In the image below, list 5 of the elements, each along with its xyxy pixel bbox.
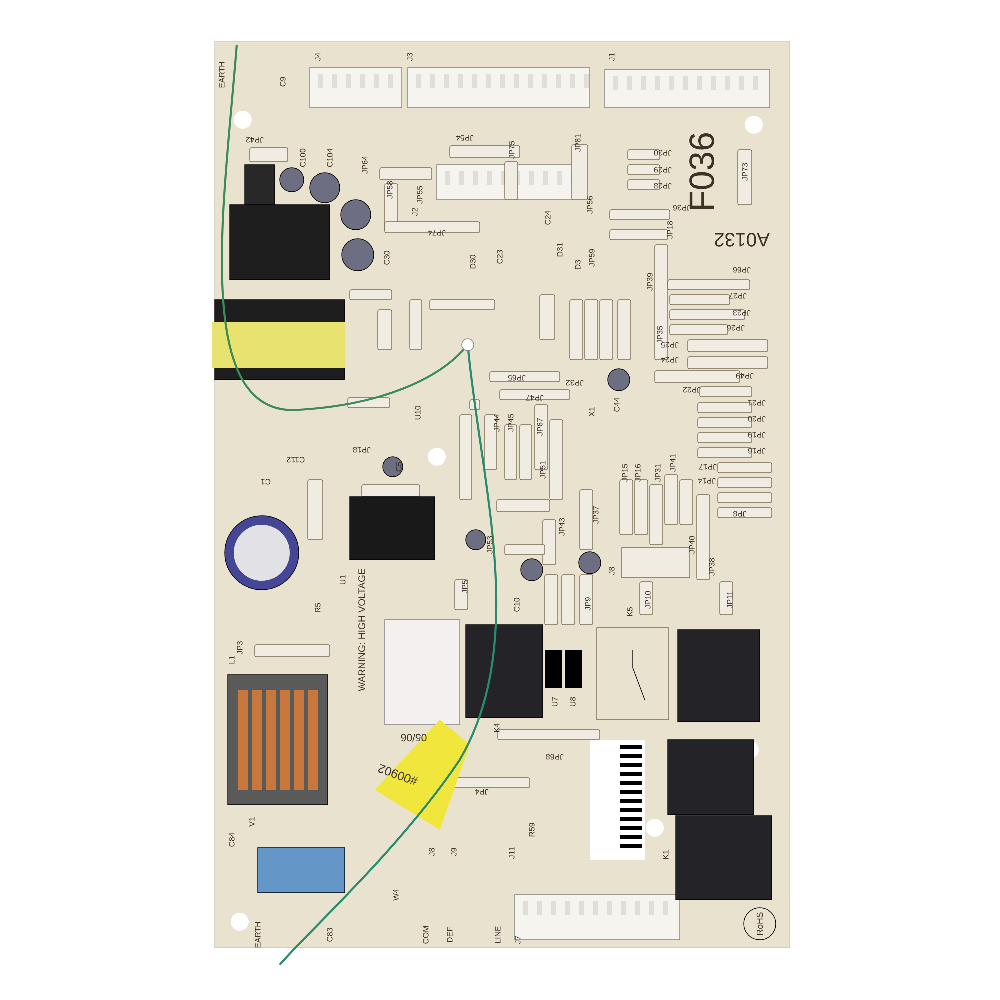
silkscreen-label: WARNING: HIGH VOLTAGE xyxy=(358,569,366,692)
silkscreen-label: RoHS xyxy=(756,912,764,936)
silkscreen-label: 05/06 xyxy=(401,734,427,742)
silkscreen-label: A0132 xyxy=(715,233,770,247)
silkscreen-label: F036 xyxy=(690,134,714,210)
